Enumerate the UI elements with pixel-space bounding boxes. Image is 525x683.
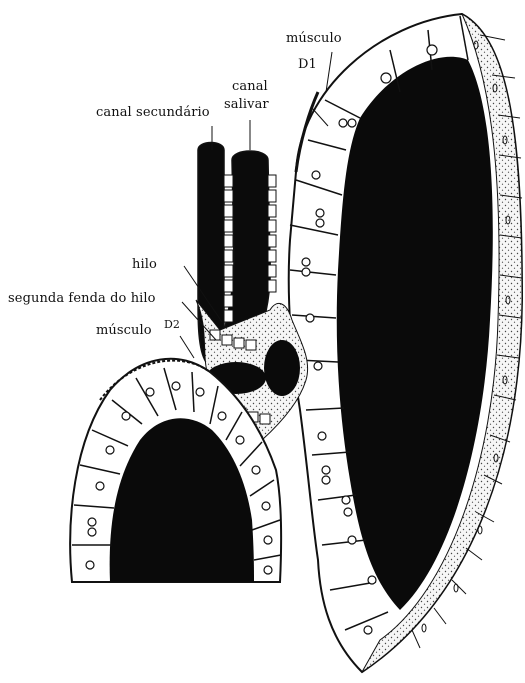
label-segunda-fenda: segunda fenda do hilo <box>8 292 156 306</box>
label-musculo-left: músculo <box>96 324 152 338</box>
label-salivar: salivar <box>224 98 269 112</box>
label-canal-secundario: canal secundário <box>96 106 210 120</box>
label-d2: D2 <box>164 318 180 332</box>
hilum-dark-mass-right <box>264 340 300 396</box>
label-d1: D1 <box>298 58 317 72</box>
label-canal: canal <box>232 80 268 94</box>
label-hilo: hilo <box>132 258 157 272</box>
label-musculo-top: músculo <box>286 32 342 46</box>
large-alveolus-d1 <box>289 14 522 672</box>
leader-musculo-left <box>180 336 194 358</box>
